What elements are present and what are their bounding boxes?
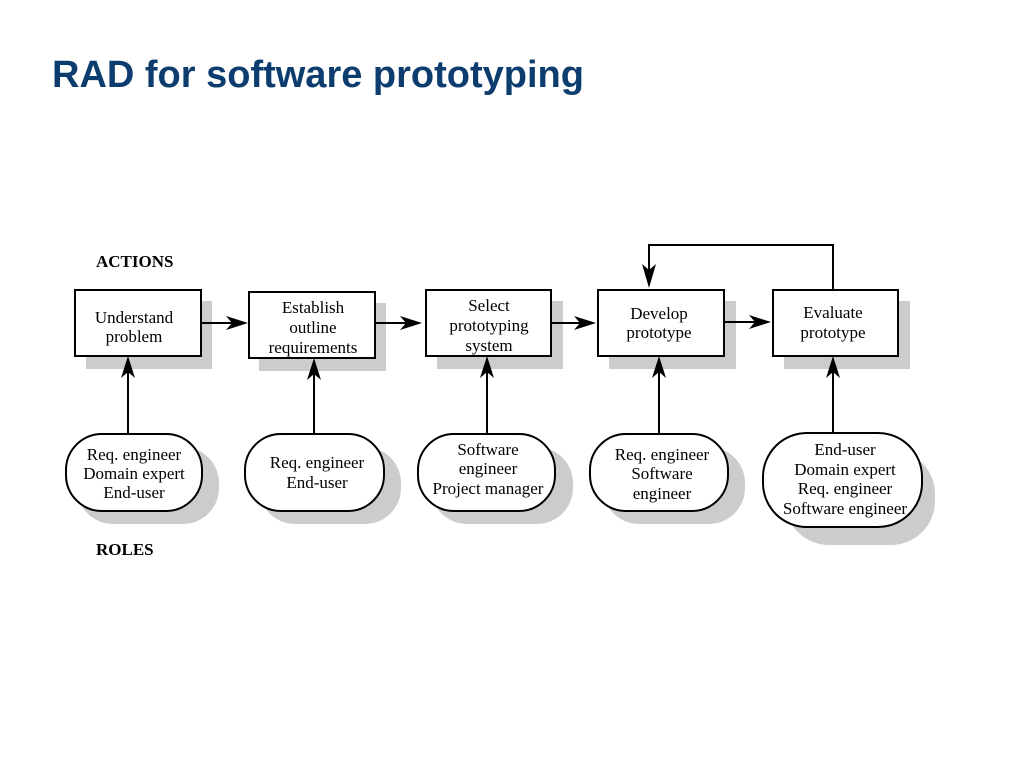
role-box <box>244 433 385 512</box>
action-label-line: Develop <box>630 304 688 323</box>
role-label-line: Software <box>631 464 692 483</box>
flow-arrow <box>201 316 248 330</box>
action-label-line: requirements <box>269 338 358 357</box>
role-label-line: Req. engineer <box>87 445 182 464</box>
role-arrow <box>652 356 666 433</box>
action-box <box>597 289 725 357</box>
role-label-line: Req. engineer <box>798 479 893 498</box>
action-establish-requirements: Establish outline requirements <box>248 291 386 371</box>
role-label-line: Software <box>457 440 518 459</box>
action-label-line: Establish <box>282 298 345 317</box>
action-label-line: system <box>465 336 512 355</box>
role-box <box>762 432 923 528</box>
arrowhead <box>226 316 248 330</box>
action-select-prototyping-system: Select prototyping system <box>425 289 563 369</box>
flow-arrow <box>724 315 771 329</box>
action-label-line: problem <box>106 327 163 346</box>
action-label-line: Evaluate <box>803 303 862 322</box>
arrowhead <box>826 356 840 378</box>
action-box <box>425 289 552 357</box>
arrowhead <box>121 356 135 378</box>
flow-arrow <box>375 316 422 330</box>
role-label-line: End-user <box>103 483 165 502</box>
role-box <box>417 433 556 512</box>
role-label-line: Project manager <box>433 479 544 498</box>
action-develop-prototype: Develop prototype <box>597 289 736 369</box>
arrowhead <box>642 264 656 288</box>
role-label-line: engineer <box>633 484 692 503</box>
feedback-arrow <box>642 244 834 290</box>
role-label-line: engineer <box>459 459 518 478</box>
action-evaluate-prototype: Evaluate prototype <box>772 289 910 369</box>
arrowhead <box>749 315 771 329</box>
role-label-line: Req. engineer <box>270 453 365 472</box>
role-label-line: Domain expert <box>83 464 185 483</box>
role-arrow <box>826 356 840 433</box>
page-title: RAD for software prototyping <box>52 54 584 96</box>
role-group-select: Software engineer Project manager <box>417 433 573 524</box>
action-label-line: prototype <box>626 323 691 342</box>
action-label-line: outline <box>289 318 336 337</box>
role-box <box>65 433 203 512</box>
action-box <box>248 291 376 359</box>
role-arrow <box>121 356 135 433</box>
arrowhead <box>480 356 494 378</box>
arrowhead <box>652 356 666 378</box>
action-understand-problem: Understand problem <box>74 289 212 369</box>
action-label-line: Select <box>468 296 510 315</box>
role-label-line: Req. engineer <box>615 445 710 464</box>
role-label-line: Software engineer <box>783 499 907 518</box>
role-group-establish: Req. engineer End-user <box>244 433 401 524</box>
arrowhead <box>307 358 321 380</box>
role-arrow <box>307 358 321 433</box>
role-box <box>589 433 729 512</box>
role-group-evaluate: End-user Domain expert Req. engineer Sof… <box>762 432 935 545</box>
action-label-line: Understand <box>95 308 174 327</box>
flow-arrow <box>551 316 596 330</box>
role-label-line: End-user <box>814 440 876 459</box>
role-arrow <box>480 356 494 433</box>
role-label-line: End-user <box>286 473 348 492</box>
arrowhead <box>400 316 422 330</box>
action-label-line: prototyping <box>449 316 529 335</box>
action-box <box>772 289 899 357</box>
role-group-develop: Req. engineer Software engineer <box>589 433 745 524</box>
action-label-line: prototype <box>800 323 865 342</box>
roles-header: ROLES <box>96 540 154 559</box>
role-label-line: Domain expert <box>794 460 896 479</box>
action-box <box>74 289 202 357</box>
role-group-understand: Req. engineer Domain expert End-user <box>65 433 219 524</box>
actions-header: ACTIONS <box>96 252 173 271</box>
arrowhead <box>574 316 596 330</box>
